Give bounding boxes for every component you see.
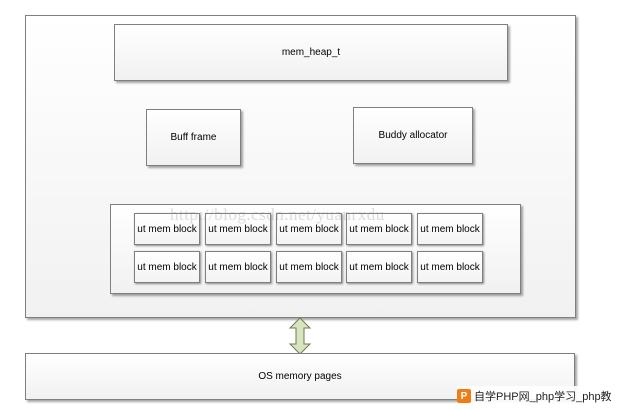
ut-mem-block: ut mem block [346, 213, 412, 245]
ut-mem-block: ut mem block [205, 213, 271, 245]
buff-frame-label: Buff frame [170, 132, 217, 143]
php-logo-icon: P [457, 389, 471, 403]
php-site-watermark: P 自学PHP网_php学习_php教 [457, 386, 612, 406]
ut-mem-block: ut mem block [276, 213, 342, 245]
ut-mem-block: ut mem block [134, 251, 200, 283]
ut-mem-block: ut mem block [417, 251, 483, 283]
php-site-text: 自学PHP网_php学习_php教 [474, 391, 612, 403]
mem-heap-t-box: mem_heap_t [114, 24, 508, 81]
double-arrow-icon [288, 317, 312, 355]
ut-mem-block: ut mem block [276, 251, 342, 283]
ut-mem-block: ut mem block [346, 251, 412, 283]
ut-mem-block: ut mem block [205, 251, 271, 283]
buddy-allocator-box: Buddy allocator [353, 107, 473, 164]
buff-frame-box: Buff frame [146, 109, 241, 166]
os-memory-pages-label: OS memory pages [258, 371, 342, 382]
ut-mem-block: ut mem block [134, 213, 200, 245]
mem-heap-t-label: mem_heap_t [281, 47, 341, 58]
double-arrow-shape [288, 317, 312, 355]
buddy-allocator-label: Buddy allocator [378, 130, 448, 141]
ut-mem-block: ut mem block [417, 213, 483, 245]
